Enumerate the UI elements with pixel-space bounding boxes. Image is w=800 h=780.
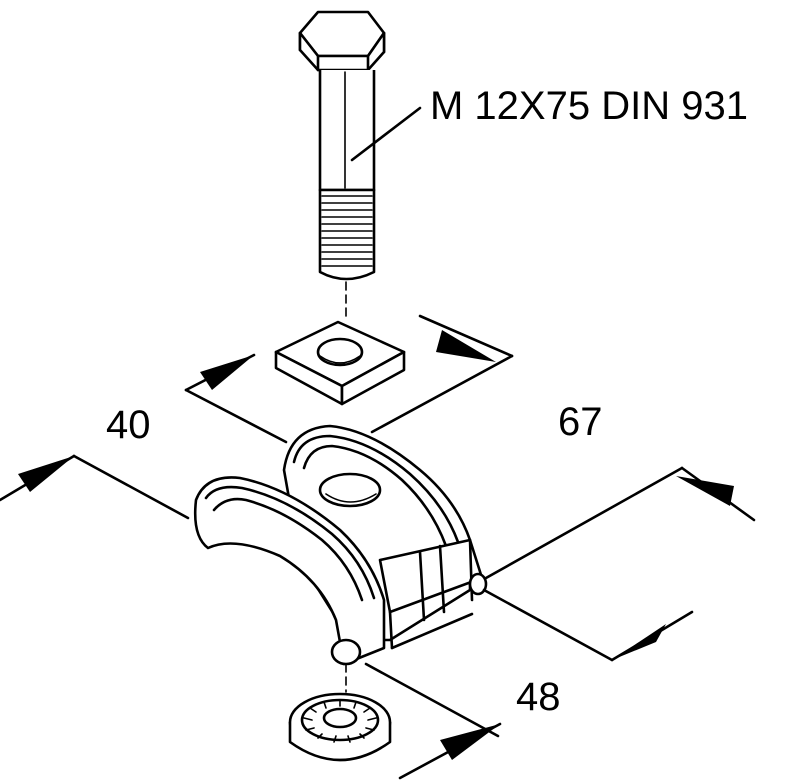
dimension-67-arrow-top [436,330,496,362]
hex-bolt [298,10,386,319]
dimension-40-arrow-bottom [18,456,74,492]
dimension-67-label: 67 [558,400,603,444]
dimension-67-lines [370,314,756,580]
bolt-shank [318,70,376,192]
dimension-40-arrow-top [200,355,254,390]
dimension-67-arrow-bottom [676,476,734,506]
bolt-thread [318,188,376,281]
dimension-48-arrow-top [612,624,666,660]
pin-end [330,638,362,666]
bolt-spec-label: M 12X75 DIN 931 [430,84,748,128]
flange-nut [288,663,392,762]
dimension-40-lines [0,353,288,520]
dimension-48-lines [364,588,694,780]
bolt-leader-line [350,106,422,162]
dimension-48-arrow-bottom [440,724,500,760]
dimension-48-label: 48 [516,675,561,719]
dimension-40-label: 40 [106,403,151,447]
square-washer [274,320,406,406]
clamp-body [193,424,488,666]
